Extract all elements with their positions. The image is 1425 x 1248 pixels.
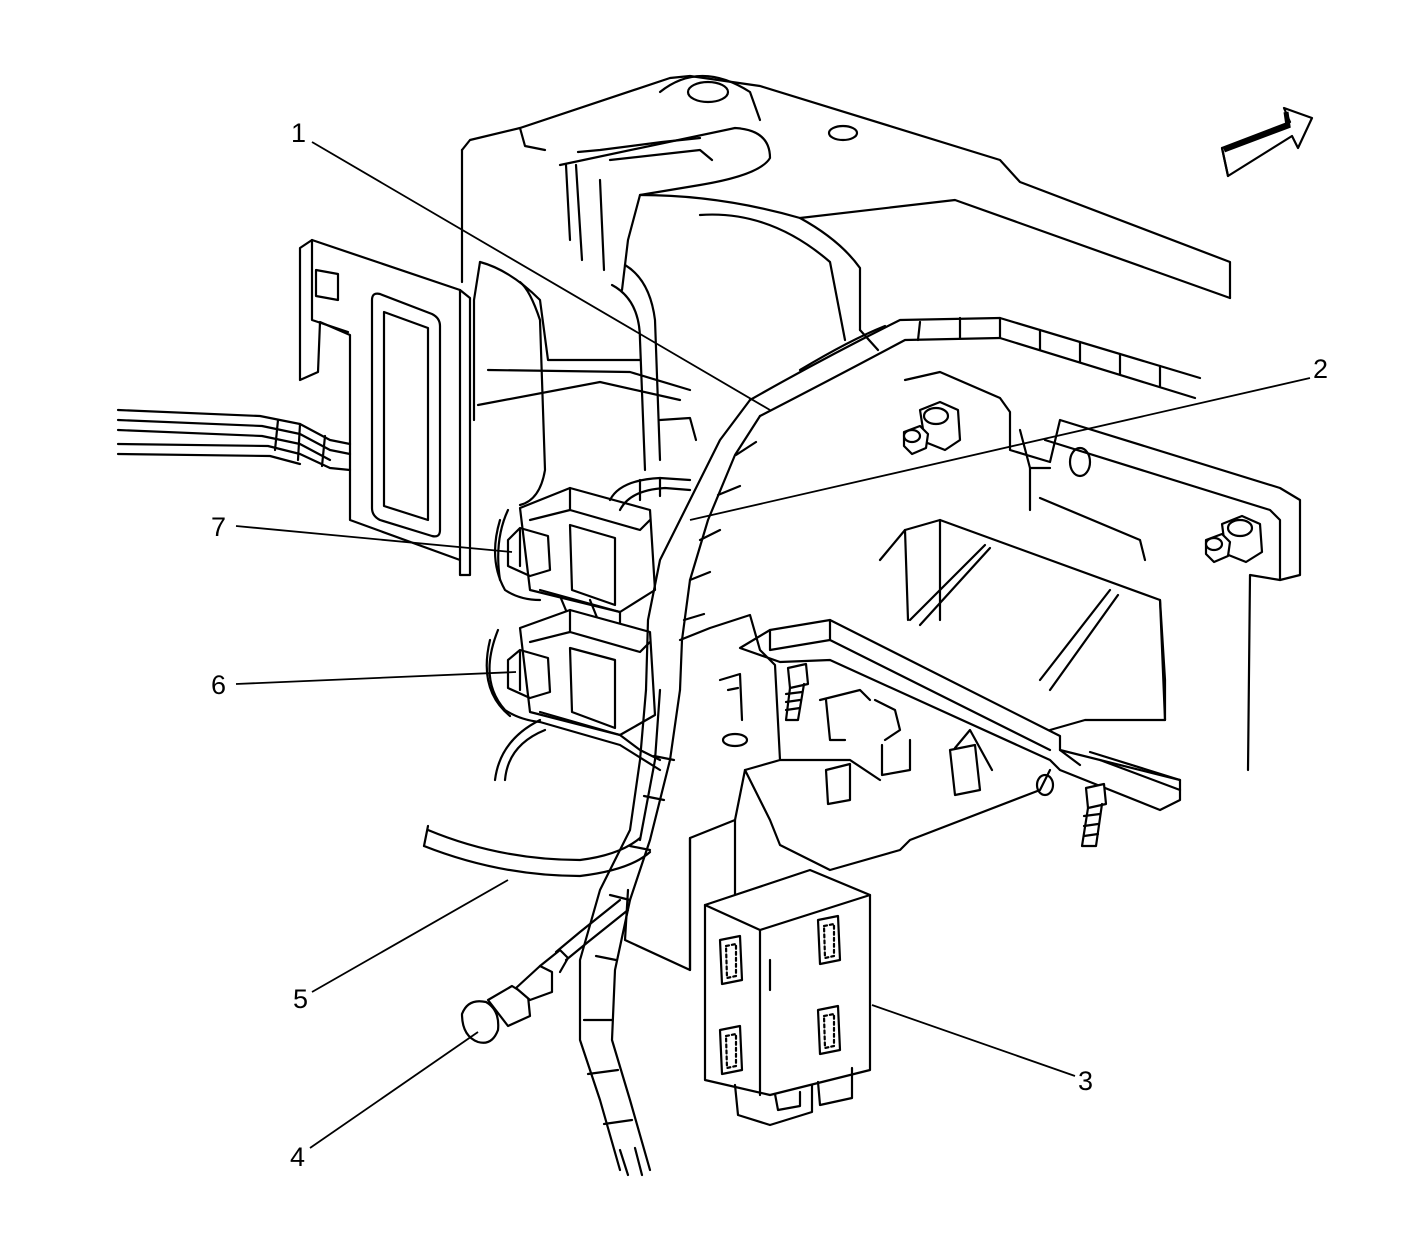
screw-right bbox=[1080, 782, 1108, 848]
callout-1: 1 bbox=[291, 118, 306, 148]
stud-upper bbox=[902, 400, 962, 456]
mounting-plate bbox=[903, 370, 1302, 772]
retaining-strap bbox=[738, 618, 1182, 812]
hose-5 bbox=[422, 824, 652, 878]
leader-7 bbox=[235, 525, 513, 553]
callout-2: 2 bbox=[1313, 354, 1328, 384]
callout-labels: 1 2 3 4 5 6 7 bbox=[211, 118, 1328, 1172]
leader-4 bbox=[309, 1031, 479, 1149]
callout-7: 7 bbox=[211, 512, 226, 542]
connector-4 bbox=[460, 898, 630, 1044]
callout-4: 4 bbox=[290, 1142, 305, 1172]
electronic-module bbox=[878, 518, 1167, 732]
leader-2 bbox=[689, 377, 1311, 521]
callout-5: 5 bbox=[293, 984, 308, 1014]
screw-left bbox=[784, 662, 810, 722]
stud-right bbox=[1204, 514, 1264, 564]
relay-6 bbox=[485, 608, 662, 782]
relay-7 bbox=[493, 486, 657, 632]
leader-lines bbox=[235, 141, 1311, 1149]
main-wire-harness bbox=[578, 316, 1202, 1177]
instrument-panel-housing bbox=[460, 74, 1232, 507]
leader-6 bbox=[235, 671, 517, 685]
mounting-bracket-frame bbox=[298, 238, 472, 577]
leader-5 bbox=[311, 879, 509, 993]
leader-3 bbox=[871, 1004, 1076, 1077]
callout-3: 3 bbox=[1078, 1066, 1093, 1096]
junction-bracket bbox=[623, 613, 1055, 972]
forward-arrow-icon bbox=[1220, 106, 1314, 178]
upper-harness-loop bbox=[608, 476, 692, 512]
leader-1 bbox=[311, 141, 771, 411]
module-3 bbox=[703, 868, 872, 1127]
callout-6: 6 bbox=[211, 670, 226, 700]
left-wire-bundle bbox=[116, 408, 352, 472]
